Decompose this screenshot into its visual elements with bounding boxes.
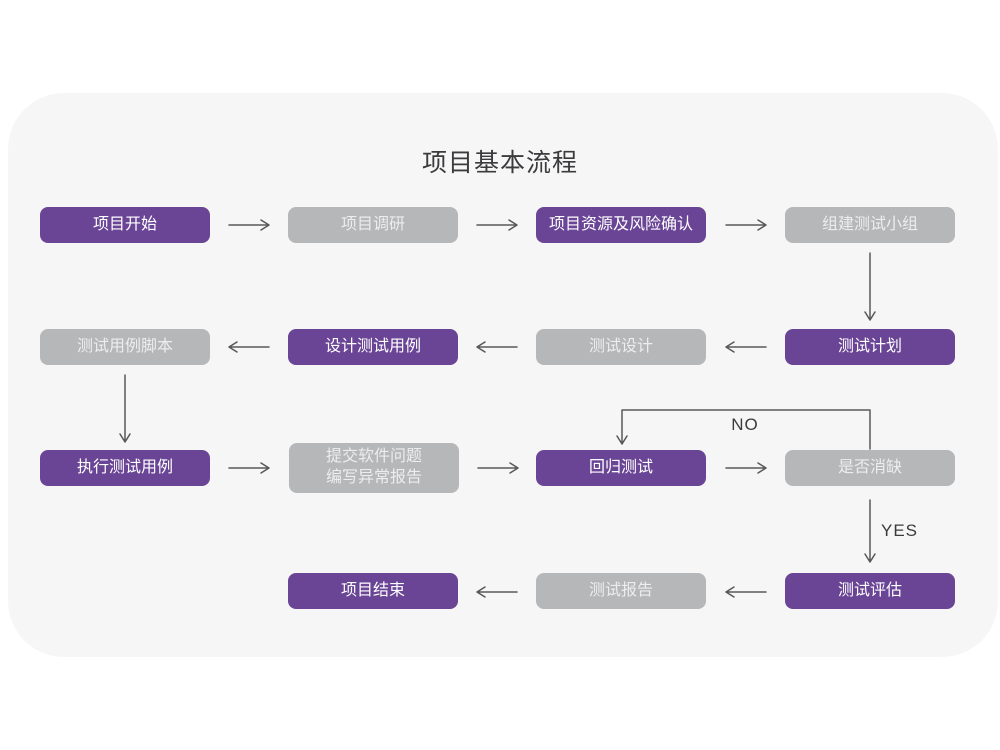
node-resources-risk-confirm: 项目资源及风险确认: [536, 207, 706, 243]
page-title: 项目基本流程: [421, 149, 578, 177]
node-test-case-scripts: 测试用例脚本: [40, 329, 210, 365]
node-project-research: 项目调研: [288, 207, 458, 243]
flowchart-card: [8, 93, 998, 657]
node-design-test-cases: 设计测试用例: [288, 329, 458, 365]
branch-label-yes: YES: [881, 521, 919, 540]
branch-label-no: NO: [731, 415, 759, 434]
node-regression-test: 回归测试: [536, 450, 706, 486]
node-project-end: 项目结束: [288, 573, 458, 609]
node-test-plan: 测试计划: [785, 329, 955, 365]
node-project-start: 项目开始: [40, 207, 210, 243]
node-test-report: 测试报告: [536, 573, 706, 609]
node-form-test-team: 组建测试小组: [785, 207, 955, 243]
node-submit-issues-write-report: 提交软件问题 编写异常报告: [289, 443, 459, 493]
node-execute-test-cases: 执行测试用例: [40, 450, 210, 486]
node-test-evaluation: 测试评估: [785, 573, 955, 609]
node-defect-cleared-check: 是否消缺: [785, 450, 955, 486]
node-test-design: 测试设计: [536, 329, 706, 365]
